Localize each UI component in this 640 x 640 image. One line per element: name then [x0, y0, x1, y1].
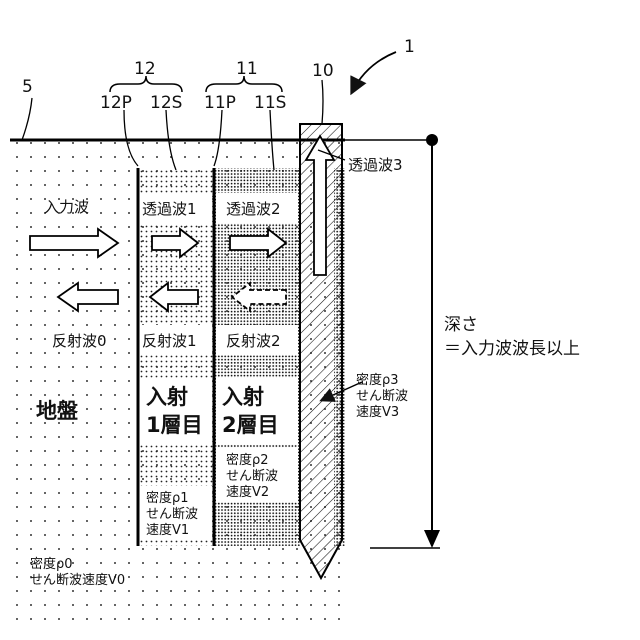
layer1-props-line2: せん断波 [146, 507, 198, 522]
ref-12S: 12S [150, 93, 182, 113]
pile-props-line2: せん断波 [356, 389, 408, 404]
layer1-props-line1: 密度ρ1 [146, 490, 189, 506]
ref-11: 11 [236, 59, 258, 79]
ref-10: 10 [312, 61, 334, 81]
reflected-1-label: 反射波1 [142, 332, 197, 350]
ref-12: 12 [134, 59, 156, 79]
layer1-props-line3: 速度V1 [146, 522, 189, 538]
incident-1-line1: 入射 [146, 385, 188, 409]
ref-11P: 11P [204, 93, 236, 113]
transmitted-1-label: 透過波1 [142, 200, 197, 218]
reflected-0-label: 反射波0 [52, 332, 107, 350]
transmitted-2-label: 透過波2 [226, 200, 281, 218]
incident-2-line1: 入射 [222, 385, 264, 409]
ref-5: 5 [22, 77, 33, 97]
transmitted-3-label: 透過波3 [348, 156, 403, 174]
incident-1-line2: 1層目 [146, 413, 203, 437]
layer2-props-line2: せん断波 [226, 469, 278, 484]
pile-props-line3: 速度V3 [356, 404, 399, 420]
ground-props-line2: せん断波速度V0 [30, 572, 125, 588]
incident-2-line2: 2層目 [222, 413, 279, 437]
depth-label-line2: ＝入力波波長以上 [444, 339, 580, 359]
ref-11S: 11S [254, 93, 286, 113]
leader-1 [352, 52, 396, 92]
ground-label: 地盤 [36, 399, 79, 423]
leader-10 [322, 80, 323, 124]
depth-arrowhead [424, 530, 440, 548]
input-wave-label: 入力波 [44, 198, 89, 216]
depth-label-line1: 深さ [444, 315, 478, 335]
layer2-props-line1: 密度ρ2 [226, 452, 269, 468]
depth-dot [426, 134, 438, 146]
layer2-props-line3: 速度V2 [226, 484, 269, 500]
reflected-2-label: 反射波2 [226, 332, 281, 350]
pile-props-line1: 密度ρ3 [356, 372, 399, 388]
ground-props-line1: 密度ρ0 [30, 556, 73, 572]
leader-5 [22, 98, 32, 140]
ref-12P: 12P [100, 93, 132, 113]
ref-1: 1 [404, 37, 415, 57]
